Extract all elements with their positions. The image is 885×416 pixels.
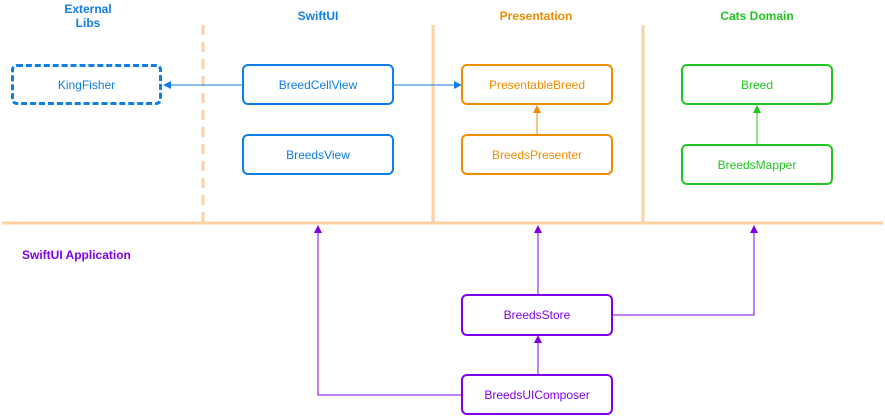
- node-breeds-view[interactable]: BreedsView: [242, 134, 394, 175]
- node-breed-cell-view[interactable]: BreedCellView: [242, 64, 394, 105]
- node-label: KingFisher: [57, 77, 116, 92]
- node-label: BreedCellView: [278, 77, 358, 92]
- section-title-swiftui-application: SwiftUI Application: [22, 248, 131, 262]
- node-label: BreedsView: [286, 147, 350, 162]
- section-title-presentation: Presentation: [499, 9, 573, 23]
- node-breeds-store[interactable]: BreedsStore: [461, 294, 613, 336]
- node-breeds-mapper[interactable]: BreedsMapper: [681, 144, 833, 185]
- node-label: BreedsMapper: [717, 157, 797, 172]
- node-breed[interactable]: Breed: [681, 64, 833, 105]
- node-breeds-presenter[interactable]: BreedsPresenter: [461, 134, 613, 175]
- node-label: Breed: [740, 77, 774, 92]
- edge-breedsstore-catsdomain: [612, 225, 758, 316]
- node-label: BreedsStore: [503, 308, 571, 322]
- node-label: BreedsPresenter: [491, 147, 583, 162]
- node-label: BreedsUIComposer: [484, 387, 590, 402]
- node-kingfisher[interactable]: KingFisher: [11, 64, 162, 105]
- node-presentable-breed[interactable]: PresentableBreed: [461, 64, 613, 105]
- section-title-cats-domain: Cats Domain: [720, 9, 794, 23]
- section-title-swiftui: SwiftUI: [297, 9, 339, 23]
- node-label: PresentableBreed: [488, 77, 586, 92]
- section-title-external-libs: External Libs: [64, 2, 112, 30]
- edge-breedsuicomposer-swiftui: [314, 225, 462, 396]
- node-breeds-ui-composer[interactable]: BreedsUIComposer: [461, 374, 613, 415]
